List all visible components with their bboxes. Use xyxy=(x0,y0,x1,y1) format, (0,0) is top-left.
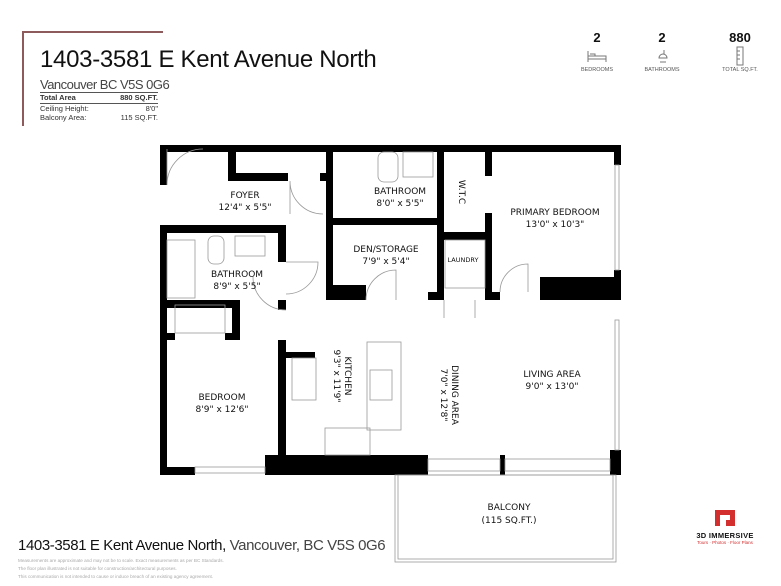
bedroom-dims: 8'9" x 12'6" xyxy=(196,405,249,415)
stat-value: 880 xyxy=(729,30,751,45)
balcony-dims: (115 SQ.FT.) xyxy=(481,516,536,526)
logo-tagline: Tours · Photos · Floor Plans xyxy=(697,540,753,545)
disclaimer-line: Measurements are approximate and may not… xyxy=(18,558,224,563)
company-logo: 3D IMMERSIVE Tours · Photos · Floor Plan… xyxy=(690,510,760,545)
bathroom-main-dims: 8'0" x 5'5" xyxy=(376,199,423,209)
footer-address: 1403-3581 E Kent Avenue North, Vancouver… xyxy=(18,537,386,554)
stat-bathrooms: 2 BATHROOMS xyxy=(632,30,692,73)
kitchen-dims: 9'3" x 11'9" xyxy=(331,350,341,403)
ruler-icon xyxy=(710,45,770,67)
dining-dims: 7'0" x 12'8" xyxy=(438,369,448,422)
primary-bedroom-dims: 13'0" x 10'3" xyxy=(526,220,585,230)
spec-label: Balcony Area: xyxy=(40,113,87,122)
stat-label: BATHROOMS xyxy=(644,67,680,73)
stat-label: TOTAL SQ.FT. xyxy=(722,67,758,73)
bathroom-main-label: BATHROOM xyxy=(374,187,426,197)
footer-address-street: 1403-3581 E Kent Avenue North, xyxy=(18,537,226,554)
primary-bedroom-label: PRIMARY BEDROOM xyxy=(510,208,599,218)
kitchen-label: KITCHEN xyxy=(342,357,352,396)
balcony-label: BALCONY xyxy=(488,503,531,513)
fixtures xyxy=(166,148,620,563)
spec-row: Balcony Area: 115 SQ.FT. xyxy=(40,113,158,123)
bathroom-second-dims: 8'9" x 5'5" xyxy=(213,282,260,292)
listing-subtitle: Vancouver BC V5S 0G6 xyxy=(40,77,170,92)
stat-value: 2 xyxy=(593,30,601,45)
footer-address-city: Vancouver, BC V5S 0G6 xyxy=(229,537,386,554)
den-dims: 7'9" x 5'4" xyxy=(362,257,409,267)
dining-label: DINING AREA xyxy=(449,365,459,426)
spec-value: 8'0" xyxy=(145,103,158,113)
foyer-label: FOYER xyxy=(230,191,259,201)
wtc-label: W.T.C xyxy=(456,180,466,204)
accent-line-vertical xyxy=(22,31,24,126)
bedroom-label: BEDROOM xyxy=(199,393,246,403)
spec-label: Total Area xyxy=(40,93,76,102)
stat-value: 2 xyxy=(658,30,666,45)
stat-bedrooms: 2 BEDROOMS xyxy=(567,30,627,73)
stat-total-sqft: 880 TOTAL SQ.FT. xyxy=(710,30,770,73)
accent-line-horizontal xyxy=(22,31,163,33)
spec-value: 880 SQ.FT. xyxy=(120,93,158,102)
bathroom-second-label: BATHROOM xyxy=(211,270,263,280)
laundry-label: LAUNDRY xyxy=(448,256,479,264)
specs-table: Total Area 880 SQ.FT. Ceiling Height: 8'0"… xyxy=(40,92,158,123)
stat-label: BEDROOMS xyxy=(580,67,614,73)
living-label: LIVING AREA xyxy=(523,370,581,380)
den-label: DEN/STORAGE xyxy=(353,245,419,255)
room-labels: FOYER 12'4" x 5'5" BATHROOM 8'0" x 5'5" … xyxy=(196,180,600,526)
logo-name: 3D IMMERSIVE xyxy=(696,531,754,540)
logo-mark-icon xyxy=(715,510,735,526)
spec-value: 115 SQ.FT. xyxy=(120,113,158,122)
walls xyxy=(160,145,621,475)
disclaimer-line: The floor plan illustrated is not suitab… xyxy=(18,566,177,571)
spec-row: Total Area 880 SQ.FT. xyxy=(40,92,158,104)
shower-icon xyxy=(632,45,692,67)
spec-label: Ceiling Height: xyxy=(40,103,89,113)
bed-icon xyxy=(567,45,627,67)
living-dims: 9'0" x 13'0" xyxy=(526,382,579,392)
listing-title: 1403-3581 E Kent Avenue North xyxy=(40,46,377,73)
foyer-dims: 12'4" x 5'5" xyxy=(219,203,272,213)
spec-row: Ceiling Height: 8'0" xyxy=(40,104,158,114)
disclaimer-line: This communication is not intended to ca… xyxy=(18,574,214,579)
